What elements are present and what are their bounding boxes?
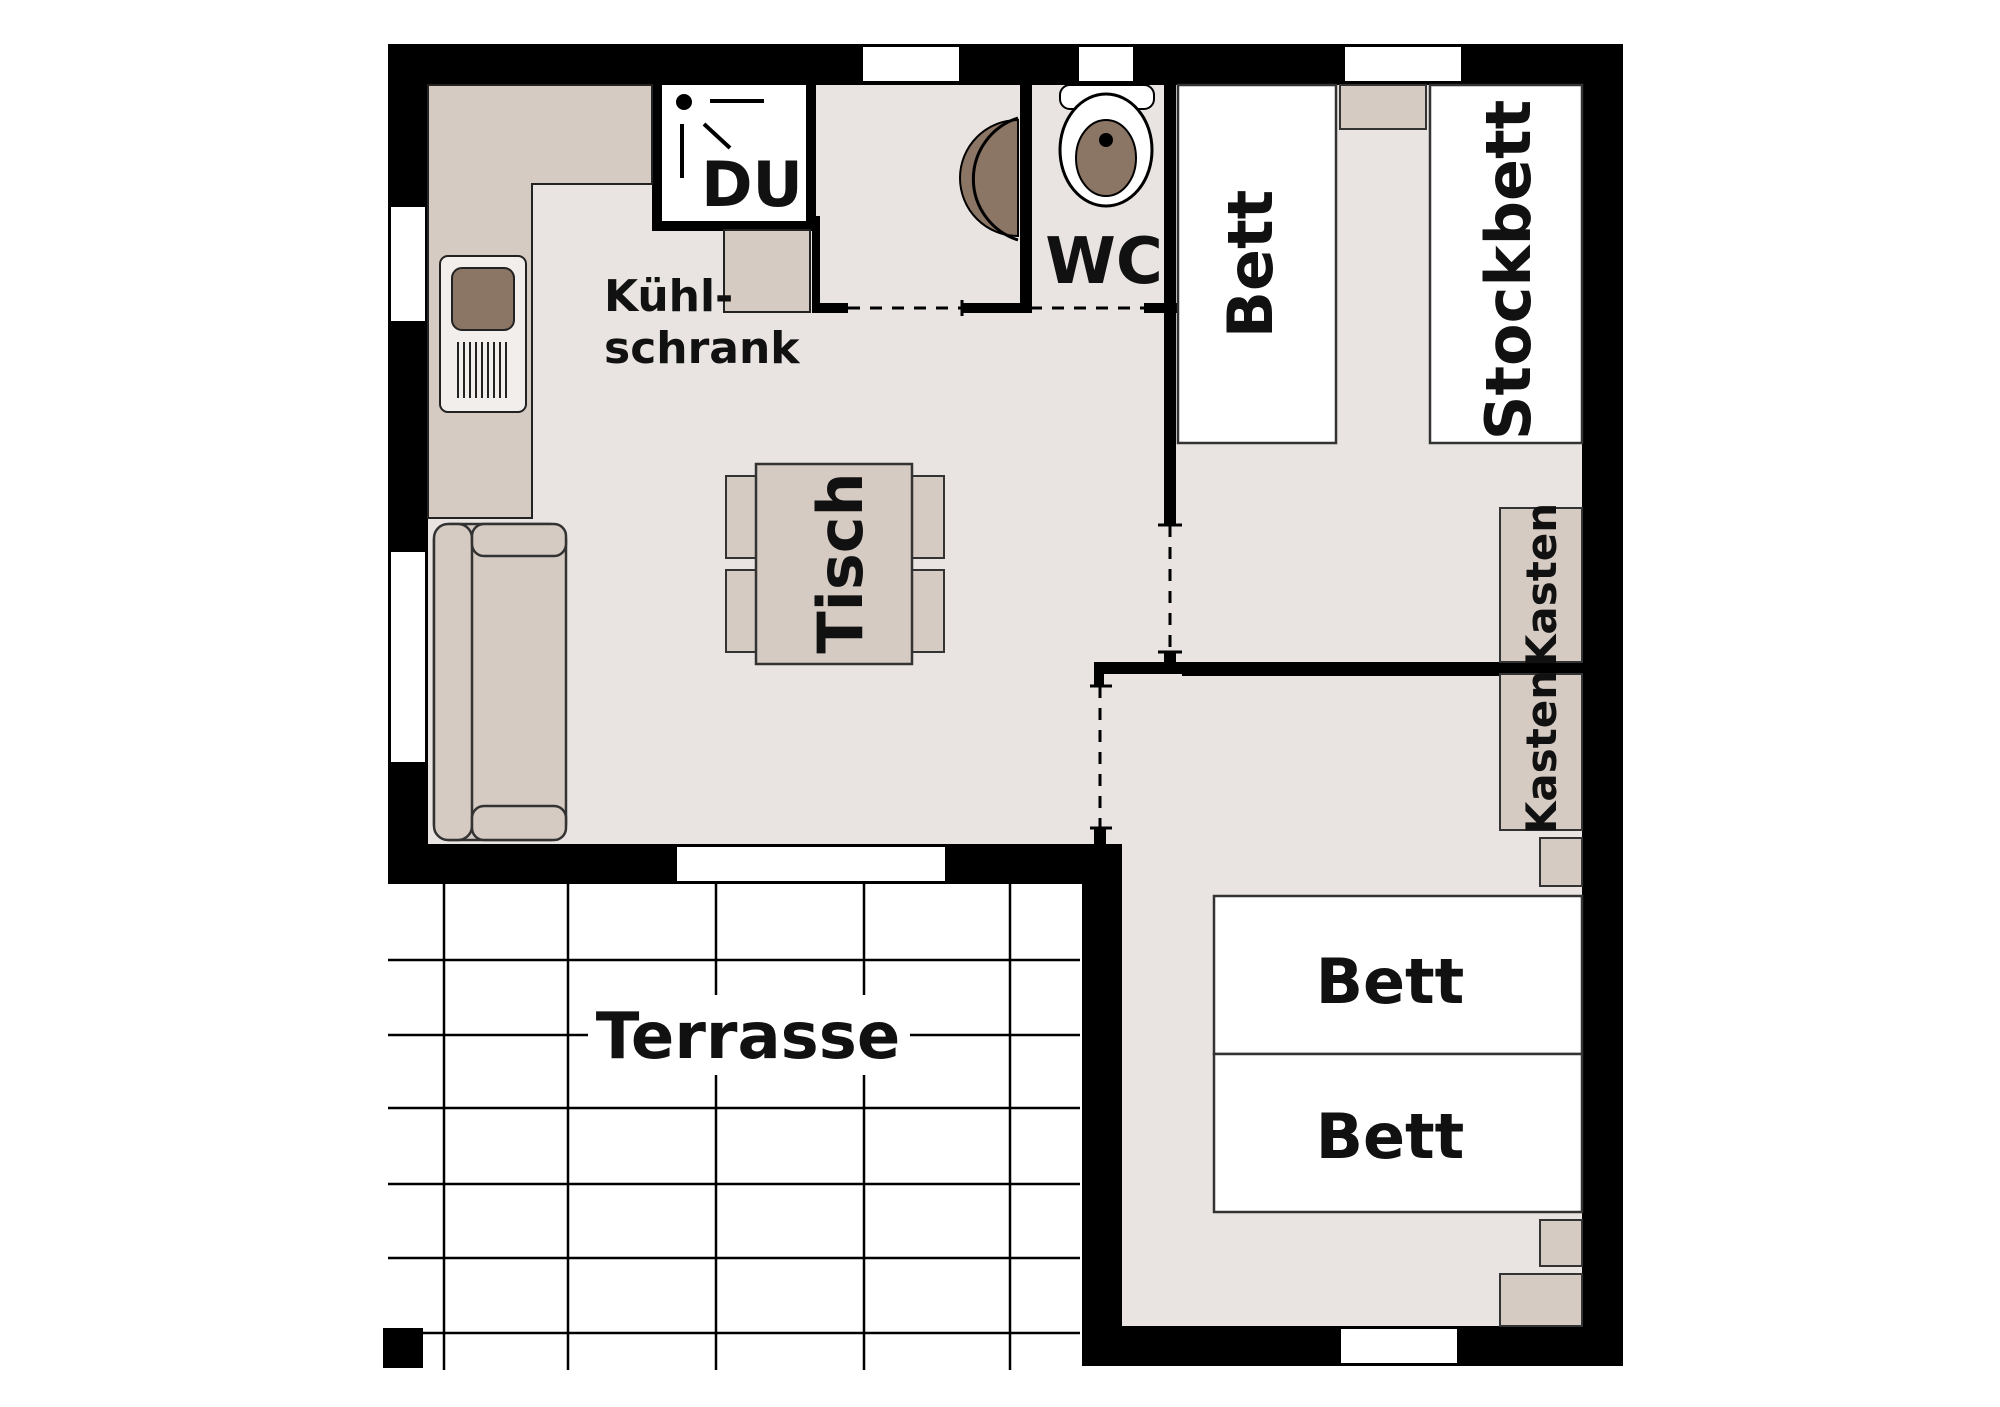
window-left-1	[389, 205, 427, 323]
bedroom-2: Kasten Bett Bett	[1212, 670, 1584, 1327]
table	[754, 462, 914, 666]
interior-walls	[652, 85, 1582, 884]
cabinet-lower-label: Kasten	[1517, 670, 1566, 834]
bed	[1212, 894, 1584, 1056]
window-left-2	[389, 550, 427, 764]
bed	[1176, 83, 1338, 445]
shower-label: DU	[701, 148, 803, 221]
bed-label: Bett	[1214, 190, 1287, 339]
wc-label: WC	[1045, 225, 1163, 299]
nightstand	[1539, 1219, 1583, 1267]
door-ticks	[960, 300, 1182, 830]
nightstand	[1539, 837, 1583, 887]
bed-bottom-label: Bett	[1316, 1100, 1465, 1173]
sink-basin	[451, 267, 515, 331]
chair	[725, 475, 759, 559]
cabinet-corner	[1499, 1273, 1583, 1327]
chair	[725, 569, 759, 653]
bed	[1212, 1052, 1584, 1214]
window-bottom-living	[675, 845, 947, 883]
window-bottom-bedroom	[1339, 1327, 1459, 1365]
terrace-area: Terrasse	[383, 880, 1080, 1372]
cabinet-upper-label: Kasten	[1517, 503, 1566, 667]
fridge-label-line1: Kühl-	[604, 271, 733, 322]
chair	[911, 475, 945, 559]
shower: DU	[662, 85, 806, 221]
window-top-2	[1077, 45, 1135, 83]
bedroom-1: Bett Stockbett Kasten	[1176, 83, 1584, 667]
kitchen: Kühl- schrank	[427, 84, 811, 519]
sofa	[432, 522, 568, 842]
terrace-post	[383, 1328, 423, 1368]
wc-sink-icon	[959, 118, 1019, 238]
cabinet-lower	[1499, 673, 1583, 831]
shower-head-icon	[676, 94, 692, 110]
window-top-3	[1343, 45, 1463, 83]
sink-drainboard	[457, 342, 507, 398]
windows	[389, 45, 1463, 1365]
fridge-label-line2: schrank	[604, 323, 801, 374]
terrace-label: Terrasse	[596, 1000, 900, 1074]
fridge	[723, 229, 811, 313]
nightstand	[1339, 84, 1427, 130]
bunk-bed	[1428, 83, 1584, 445]
chair	[911, 569, 945, 653]
dining-table: Tisch	[725, 462, 945, 666]
cabinet-upper	[1499, 507, 1583, 663]
table-label: Tisch	[804, 472, 877, 653]
bunk-bed-label: Stockbett	[1472, 100, 1545, 441]
window-top-1	[861, 45, 961, 83]
bed-top-label: Bett	[1316, 945, 1465, 1018]
door-openings	[848, 306, 1172, 828]
wc-room: WC	[959, 84, 1163, 299]
